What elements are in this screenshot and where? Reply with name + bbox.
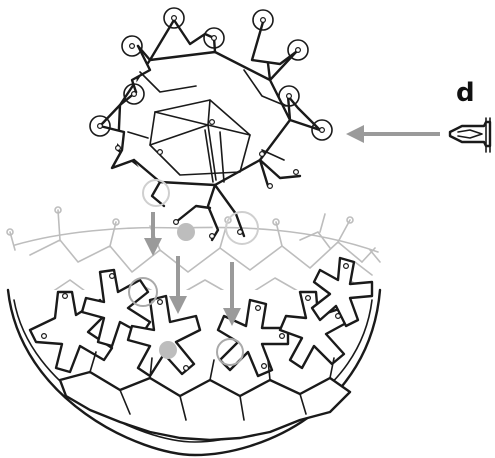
bowl-assembly xyxy=(6,206,382,457)
bowl-joint-markers xyxy=(128,277,244,366)
star-inner-beams xyxy=(127,69,287,183)
star-module xyxy=(89,7,333,245)
assembly-arrows xyxy=(144,125,440,326)
arrow-down-center xyxy=(169,256,187,314)
star-tip-rings xyxy=(89,7,333,141)
bowl-front-lattice xyxy=(28,256,374,442)
bowl-pins xyxy=(40,263,350,372)
star-joint-markers xyxy=(142,179,259,245)
star-arms xyxy=(98,18,322,242)
arrow-left-clip xyxy=(346,125,440,143)
clip-fastener-icon xyxy=(448,117,492,153)
star-holes xyxy=(96,15,326,240)
arrow-down-right xyxy=(223,262,241,326)
arrow-down-left xyxy=(144,212,162,256)
step-label: d xyxy=(456,78,475,108)
